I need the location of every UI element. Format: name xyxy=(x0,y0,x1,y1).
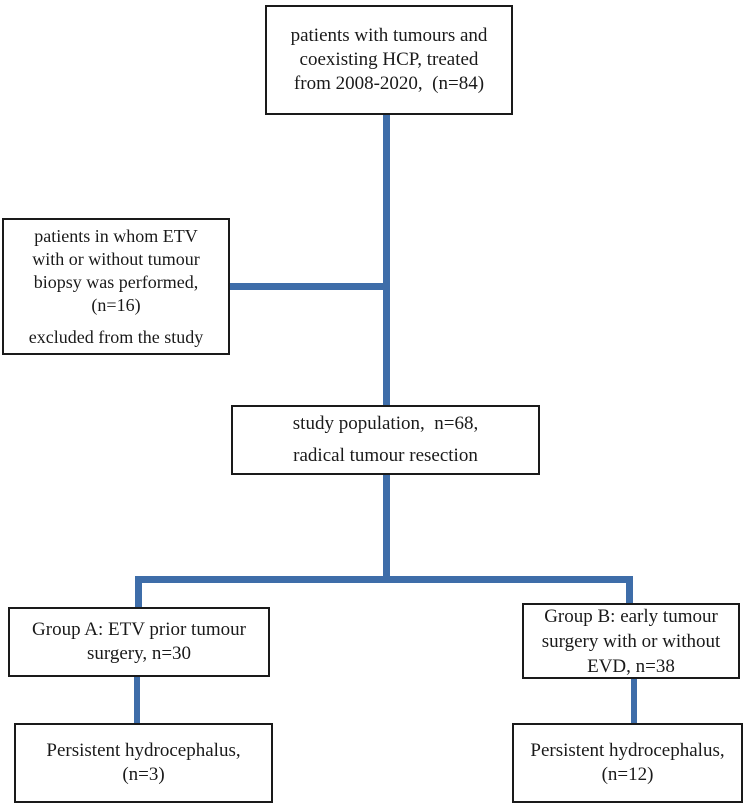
box-text-line: patients with tumours and xyxy=(290,25,488,46)
connector-group-a-to-persistent xyxy=(134,677,140,723)
box-text-line: Group A: ETV prior tumour xyxy=(32,619,246,640)
box-text-line: surgery, n=30 xyxy=(86,643,192,664)
box-text-line: study population, n=68, xyxy=(292,413,479,434)
box-text-line: from 2008-2020, (n=84) xyxy=(293,73,485,94)
box-text-line: excluded from the study xyxy=(28,326,204,347)
box-excluded-patients: patients in whom ETV with or without tum… xyxy=(2,218,230,355)
box-group-a: Group A: ETV prior tumour surgery, n=30 xyxy=(8,607,270,677)
box-text-line: coexisting HCP, treated xyxy=(299,49,479,70)
connector-group-b-to-persistent xyxy=(631,679,637,723)
connector-branch-to-group-a xyxy=(135,576,142,609)
box-text-line: EVD, n=38 xyxy=(587,655,675,677)
box-study-population: study population, n=68, radical tumour r… xyxy=(231,405,540,475)
box-group-b: Group B: early tumour surgery with or wi… xyxy=(522,603,740,679)
connector-branch-to-excluded xyxy=(230,283,390,290)
connector-branch-to-group-b xyxy=(626,576,633,605)
connector-branch-horizontal xyxy=(135,576,633,583)
connector-top-to-study xyxy=(383,115,390,405)
box-text-line: (n=3) xyxy=(122,764,165,785)
box-text-line: (n=12) xyxy=(601,764,654,785)
box-persistent-hydrocephalus-a: Persistent hydrocephalus, (n=3) xyxy=(14,723,273,803)
box-text-line: (n=16) xyxy=(91,294,141,315)
box-text-line: surgery with or without xyxy=(541,630,721,652)
box-text-line: patients in whom ETV xyxy=(34,225,198,246)
box-patients-total: patients with tumours and coexisting HCP… xyxy=(265,5,513,115)
box-text-line: with or without tumour xyxy=(32,248,200,269)
connector-study-down xyxy=(383,475,390,583)
box-persistent-hydrocephalus-b: Persistent hydrocephalus, (n=12) xyxy=(512,723,743,803)
box-text-line: Group B: early tumour xyxy=(544,605,718,627)
box-text-line: Persistent hydrocephalus, xyxy=(530,740,725,761)
box-text-line: radical tumour resection xyxy=(293,445,478,466)
box-text-line: biopsy was performed, xyxy=(33,271,199,292)
box-text-line: Persistent hydrocephalus, xyxy=(46,740,241,761)
